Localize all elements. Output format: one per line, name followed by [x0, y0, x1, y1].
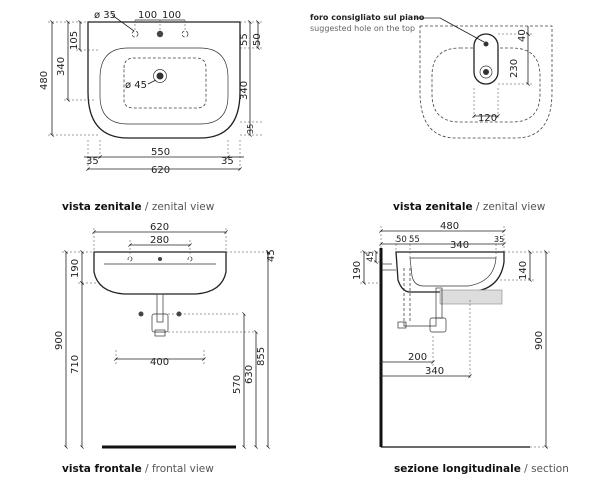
hole-diameter-label: ø 35 — [94, 10, 116, 21]
tap-hole-right — [181, 30, 189, 38]
inner-550-label: 550 — [151, 147, 170, 158]
depth-340-label: 340 — [56, 57, 67, 76]
depth-105-label: 105 — [69, 31, 80, 50]
bottom-35-label: 35 — [221, 156, 234, 167]
front-710-label: 710 — [70, 355, 81, 374]
section-55-label: 55 — [409, 235, 420, 245]
front-400-label: 400 — [150, 357, 169, 368]
section-50-label: 50 — [396, 235, 407, 245]
basin-front — [93, 251, 227, 295]
basin-bowl-top — [99, 47, 229, 125]
right-35-label: 35 — [246, 124, 255, 134]
section-view: 480 50 55 340 35 190 45 140 900 200 340 — [352, 221, 569, 475]
section-140-label: 140 — [518, 261, 529, 280]
drain-outer — [153, 69, 167, 83]
overflow-dashed — [123, 57, 207, 109]
dim-120-label: 120 — [478, 113, 497, 124]
section-200-label: 200 — [408, 352, 427, 363]
section-190-label: 190 — [352, 261, 363, 280]
drain-inner — [156, 72, 164, 80]
drain-outer-right — [479, 65, 493, 79]
support-bracket — [439, 289, 503, 305]
front-45-label: 45 — [266, 249, 277, 262]
note-italian: foro consigliato sul piano — [310, 13, 425, 22]
drain-inner-right — [483, 69, 489, 75]
dim-40-label: 40 — [517, 29, 528, 42]
zenital-view-left: ø 35 100 100 480 340 105 ø 45 55 50 340 … — [39, 10, 263, 213]
tap-hole-left — [131, 30, 139, 38]
note-english: suggested hole on the top — [310, 24, 415, 33]
front-280-label: 280 — [150, 235, 169, 246]
right-50-label: 50 — [252, 33, 263, 46]
front-190-label: 190 — [70, 259, 81, 278]
section-900-label: 900 — [534, 331, 545, 350]
overall-620-label: 620 — [151, 165, 170, 176]
basin-outline-dashed — [419, 25, 553, 139]
dim-230-label: 230 — [509, 59, 520, 78]
front-620-label: 620 — [150, 222, 169, 233]
caption-zenital-right: vista zenitale / zenital view — [393, 201, 546, 213]
right-340-label: 340 — [239, 81, 250, 100]
suggested-hole-top — [483, 41, 489, 47]
left-35-label: 35 — [86, 156, 99, 167]
caption-zenital-left: vista zenitale / zenital view — [62, 201, 215, 213]
depth-480-label: 480 — [39, 71, 50, 90]
section-340b-label: 340 — [425, 366, 444, 377]
siphon-pipe — [156, 293, 164, 323]
section-480-label: 480 — [440, 221, 459, 232]
right-55-label: 55 — [239, 33, 250, 46]
front-570-label: 570 — [232, 375, 243, 394]
section-45-label: 45 — [366, 251, 376, 262]
frontal-view: 620 280 900 190 710 400 570 630 855 45 v… — [54, 222, 277, 475]
zenital-view-right: foro consigliato sul piano suggested hol… — [310, 13, 553, 213]
hole-spacing-a: 100 — [138, 10, 157, 21]
section-340-label: 340 — [450, 240, 469, 251]
bowl-outline-dashed — [431, 47, 541, 123]
section-35-label: 35 — [494, 235, 504, 244]
tap-hole-center — [156, 30, 164, 38]
hole-spacing-b: 100 — [162, 10, 181, 21]
drain-diameter-label: ø 45 — [125, 80, 147, 91]
siphon-trap — [151, 313, 169, 333]
caption-section: sezione longitudinale / section — [394, 463, 569, 475]
front-900-label: 900 — [54, 331, 65, 350]
caption-frontal: vista frontale / frontal view — [62, 463, 214, 475]
basin-outline-top — [87, 21, 241, 139]
front-855-label: 855 — [256, 347, 267, 366]
front-630-label: 630 — [244, 365, 255, 384]
